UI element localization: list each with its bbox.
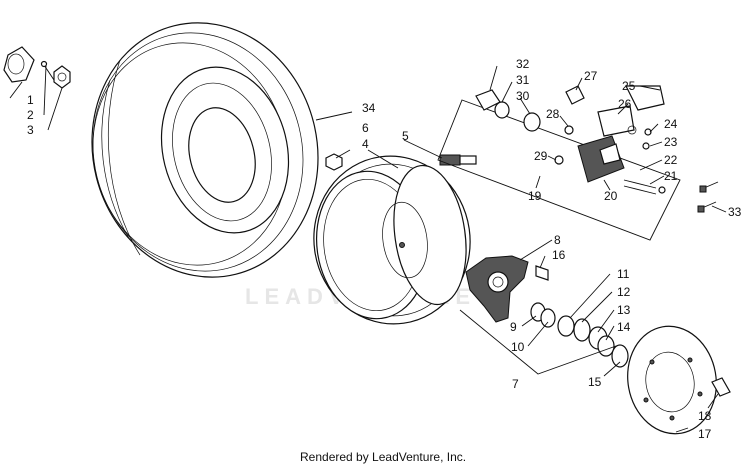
callout-2: 2 bbox=[27, 108, 34, 122]
callout-11: 11 bbox=[617, 267, 630, 281]
brake-caliper-assembly bbox=[437, 85, 681, 241]
rendered-by-footer: Rendered by LeadVenture, Inc. bbox=[300, 450, 466, 464]
callout-23: 23 bbox=[664, 135, 678, 149]
callout-19: 19 bbox=[528, 189, 542, 203]
bearings-and-seals bbox=[459, 302, 629, 375]
callout-17: 17 bbox=[698, 427, 712, 441]
tire-illustration bbox=[91, 22, 319, 278]
callout-29: 29 bbox=[534, 149, 548, 163]
callout-28: 28 bbox=[546, 107, 560, 121]
brake-disc-illustration bbox=[627, 325, 731, 435]
callout-31: 31 bbox=[516, 73, 530, 87]
callout-26: 26 bbox=[618, 97, 632, 111]
callout-3: 3 bbox=[27, 123, 34, 137]
callout-6: 6 bbox=[362, 121, 369, 135]
callout-8: 8 bbox=[554, 233, 561, 247]
callout-5: 5 bbox=[402, 129, 409, 143]
hub-cap-cotter-nut bbox=[3, 46, 71, 89]
wheel-rim-illustration bbox=[313, 155, 471, 325]
callout-9: 9 bbox=[510, 320, 517, 334]
callout-15: 15 bbox=[588, 375, 602, 389]
callout-4: 4 bbox=[362, 137, 369, 151]
callout-14: 14 bbox=[617, 320, 631, 334]
callout-27: 27 bbox=[584, 69, 598, 83]
callout-18: 18 bbox=[698, 409, 712, 423]
callout-7: 7 bbox=[512, 377, 519, 391]
wheel-hub-illustration bbox=[465, 255, 549, 323]
callout-20: 20 bbox=[604, 189, 618, 203]
callout-10: 10 bbox=[511, 340, 525, 354]
callout-labels: 1 2 3 4 5 6 7 8 9 10 11 12 13 14 15 16 1… bbox=[27, 57, 742, 441]
callout-12: 12 bbox=[617, 285, 631, 299]
callout-16: 16 bbox=[552, 248, 566, 262]
callout-24: 24 bbox=[664, 117, 678, 131]
callout-1: 1 bbox=[27, 93, 34, 107]
callout-33: 33 bbox=[728, 205, 742, 219]
callout-32: 32 bbox=[516, 57, 530, 71]
leader-lines bbox=[9, 65, 727, 433]
callout-13: 13 bbox=[617, 303, 631, 317]
callout-25: 25 bbox=[622, 79, 636, 93]
callout-30: 30 bbox=[516, 89, 530, 103]
callout-21: 21 bbox=[664, 169, 678, 183]
mounting-bolts bbox=[697, 181, 719, 213]
stud-part bbox=[439, 154, 477, 166]
callout-22: 22 bbox=[664, 153, 678, 167]
callout-34: 34 bbox=[362, 101, 376, 115]
valve-nut-part bbox=[325, 153, 343, 171]
